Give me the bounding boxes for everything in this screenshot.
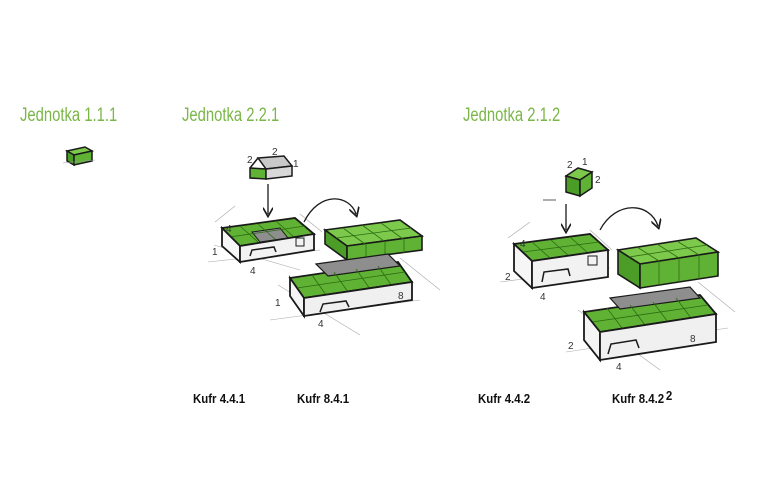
dim-label: 4 (616, 362, 622, 373)
dim-label: 2 (247, 155, 253, 166)
case-4-4-1-illustration: 4 1 4 (207, 205, 323, 277)
dim-label: 4 (250, 266, 256, 277)
insert-tray-8-4-1 (322, 219, 425, 262)
dim-label: 2 (595, 175, 601, 186)
dim-label: 4 (318, 319, 324, 330)
case-label-4-4-1: Kufr 4.4.1 (193, 391, 246, 406)
dim-label: 1 (212, 247, 218, 258)
unit-2-1-2-box: 2 1 2 (543, 157, 601, 201)
dim-label: 4 (540, 292, 546, 303)
dim-label: 2 (272, 147, 278, 158)
case-label-8-4-2-text: Kufr 8.4.2 (612, 391, 665, 406)
curved-arrow (303, 198, 356, 223)
case-4-4-2-illustration: 4 2 4 (499, 221, 613, 303)
dim-label: 2 (505, 272, 511, 283)
unit-2-2-1-box: 2 2 1 (247, 147, 299, 180)
case-8-4-2-illustration: 2 4 8 (565, 281, 736, 373)
case-label-8-4-1: Kufr 8.4.1 (297, 391, 350, 406)
unit-title-2-1-2: Jednotka 2.1.2 (463, 105, 561, 126)
case-label-4-4-2: Kufr 4.4.2 (478, 391, 531, 406)
dim-label: 1 (582, 157, 588, 168)
dim-label: 2 (568, 341, 574, 352)
dim-label: 8 (398, 291, 404, 302)
dim-label: 2 (567, 160, 573, 171)
unit-title-1-1-1: Jednotka 1.1.1 (20, 105, 118, 126)
insert-tray-8-4-2 (615, 237, 721, 290)
case-label-8-4-2-suffix: 2 (665, 388, 673, 403)
dim-label: 4 (226, 224, 232, 235)
unit-title-2-2-1: Jednotka 2.2.1 (182, 105, 280, 126)
unit-1-1-1-box (62, 146, 96, 167)
dim-label: 1 (293, 159, 299, 170)
dim-label: 1 (275, 298, 281, 309)
dim-label: 4 (520, 239, 526, 250)
case-8-4-1-illustration: 1 4 8 (269, 253, 441, 336)
curved-arrow (599, 207, 658, 231)
dim-label: 8 (690, 334, 696, 345)
